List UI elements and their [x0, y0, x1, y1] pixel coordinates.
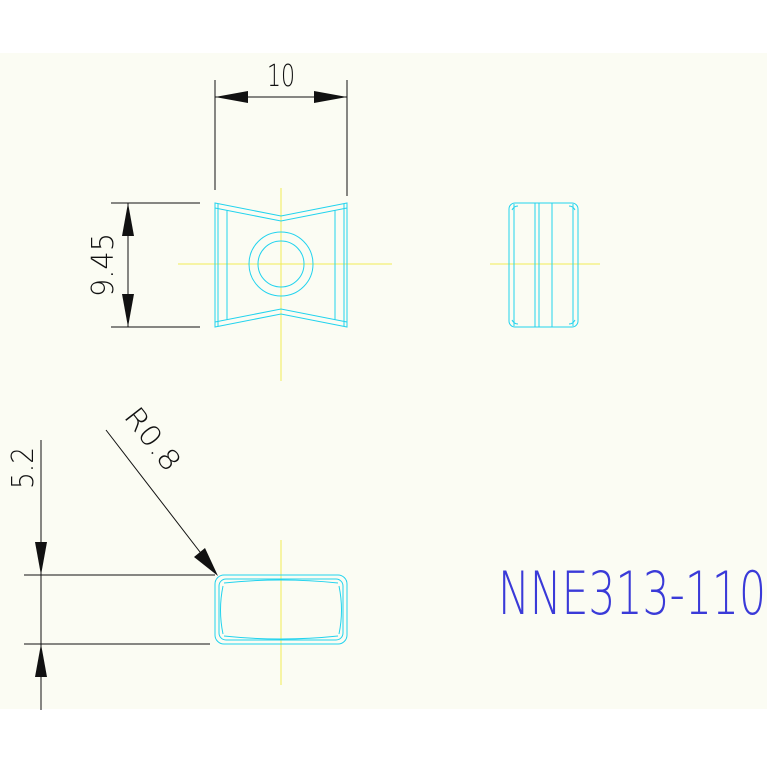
thickness-arrow-bottom	[35, 644, 47, 677]
height-arrow-top	[122, 203, 134, 236]
width-dimension-label: 10	[267, 59, 295, 94]
bottom-view-inner	[218, 578, 344, 641]
mounting-hole-outer	[248, 231, 314, 297]
bottom-view-outer	[214, 574, 348, 645]
radius-leader-line	[105, 429, 211, 566]
front-view-outer-outline	[214, 202, 348, 328]
height-arrow-bottom	[122, 294, 134, 327]
front-view-inner-top-edge	[214, 207, 348, 222]
thickness-dimension-label: 5.2	[6, 447, 41, 489]
side-view-corner-br	[568, 319, 576, 325]
side-view	[508, 202, 579, 328]
centerlines	[178, 188, 600, 685]
width-arrow-left	[215, 91, 248, 103]
mounting-hole-inner	[257, 240, 305, 288]
bottom-view-wavy-top	[223, 579, 339, 584]
side-view-corner-bl	[511, 319, 519, 325]
side-view-outline	[508, 202, 579, 328]
radius-leader-arrow	[194, 548, 218, 576]
width-arrow-right	[314, 91, 347, 103]
sheet-background	[0, 53, 767, 709]
bottom-view	[214, 574, 348, 645]
front-view	[214, 202, 348, 328]
thickness-arrow-top	[35, 542, 47, 575]
front-view-inner-bottom-edge	[214, 308, 348, 323]
height-dimension-label: 9.45	[86, 233, 121, 297]
side-view-corner-tl	[511, 205, 519, 211]
bottom-view-wavy-left	[220, 585, 224, 635]
side-view-corner-tr	[568, 205, 576, 211]
bottom-view-wavy-right	[338, 585, 342, 635]
part-number: NNE313-110	[498, 559, 766, 629]
bottom-view-wavy-bottom	[223, 635, 339, 640]
